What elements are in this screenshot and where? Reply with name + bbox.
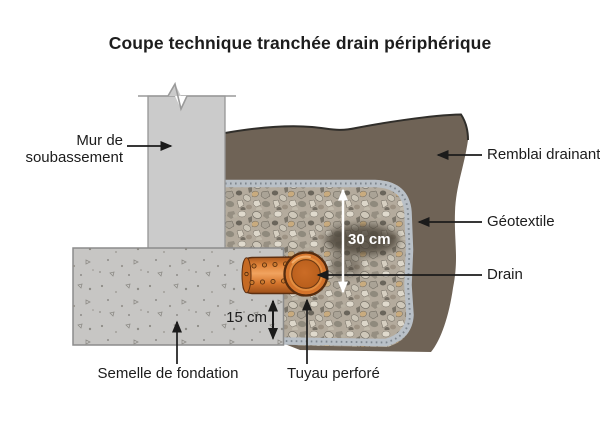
pipe-perforations: [244, 261, 288, 285]
pipe-label: Tuyau perforé: [287, 365, 380, 382]
annotations: [127, 141, 482, 364]
wall-label: Mur de soubassement: [25, 132, 123, 166]
drain-pipe: [241, 251, 329, 297]
dim-15cm-label: 15 cm: [226, 309, 267, 326]
wall-break-symbol: [138, 81, 236, 112]
geotextile-wrap: [225, 179, 414, 347]
ground-surface-line: [224, 113, 469, 141]
pipe-end-face: [283, 251, 329, 297]
diagram-title: Coupe technique tranchée drain périphéri…: [108, 33, 492, 53]
basement-wall: [138, 81, 236, 251]
footing-label: Semelle de fondation: [97, 365, 239, 382]
backfill-label: Remblai drainant: [487, 146, 600, 163]
dim-30cm-label: 30 cm: [348, 231, 391, 248]
drain-label: Drain: [487, 266, 523, 283]
geotextile-label: Géotextile: [487, 213, 555, 230]
